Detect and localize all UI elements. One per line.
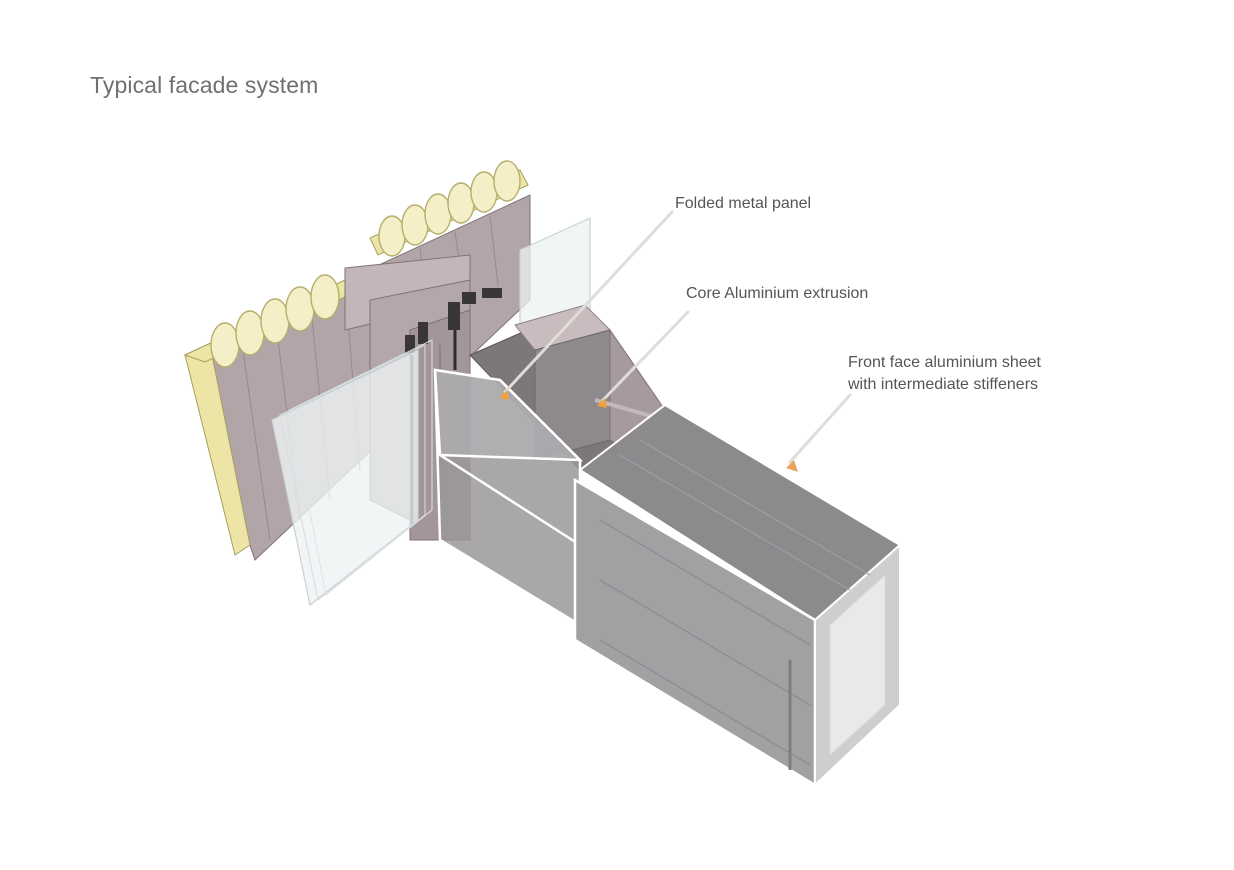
leader-front-face <box>788 393 852 464</box>
callout-markers <box>499 390 798 472</box>
page-title: Typical facade system <box>90 72 319 98</box>
marker-core-extrusion <box>597 398 607 408</box>
folded-metal-panel <box>433 368 584 628</box>
marker-folded-panel <box>499 390 509 400</box>
marker-front-face <box>786 460 798 472</box>
callout-core-aluminium-extrusion: Core Aluminium extrusion <box>686 285 869 302</box>
leader-core-extrusion <box>601 310 690 402</box>
leader-folded-panel <box>503 210 674 394</box>
callout-front-face-line2: with intermediate stiffeners <box>848 376 1039 393</box>
glass-pane-left <box>271 339 433 607</box>
callout-folded-metal-panel: Folded metal panel <box>675 195 812 212</box>
front-face-sheet <box>573 403 902 788</box>
callout-front-face-line1: Front face aluminium sheet <box>848 354 1041 371</box>
leader-lines <box>503 210 852 464</box>
callout-front-face-sheet: Front face aluminium sheet with intermed… <box>848 352 1041 396</box>
